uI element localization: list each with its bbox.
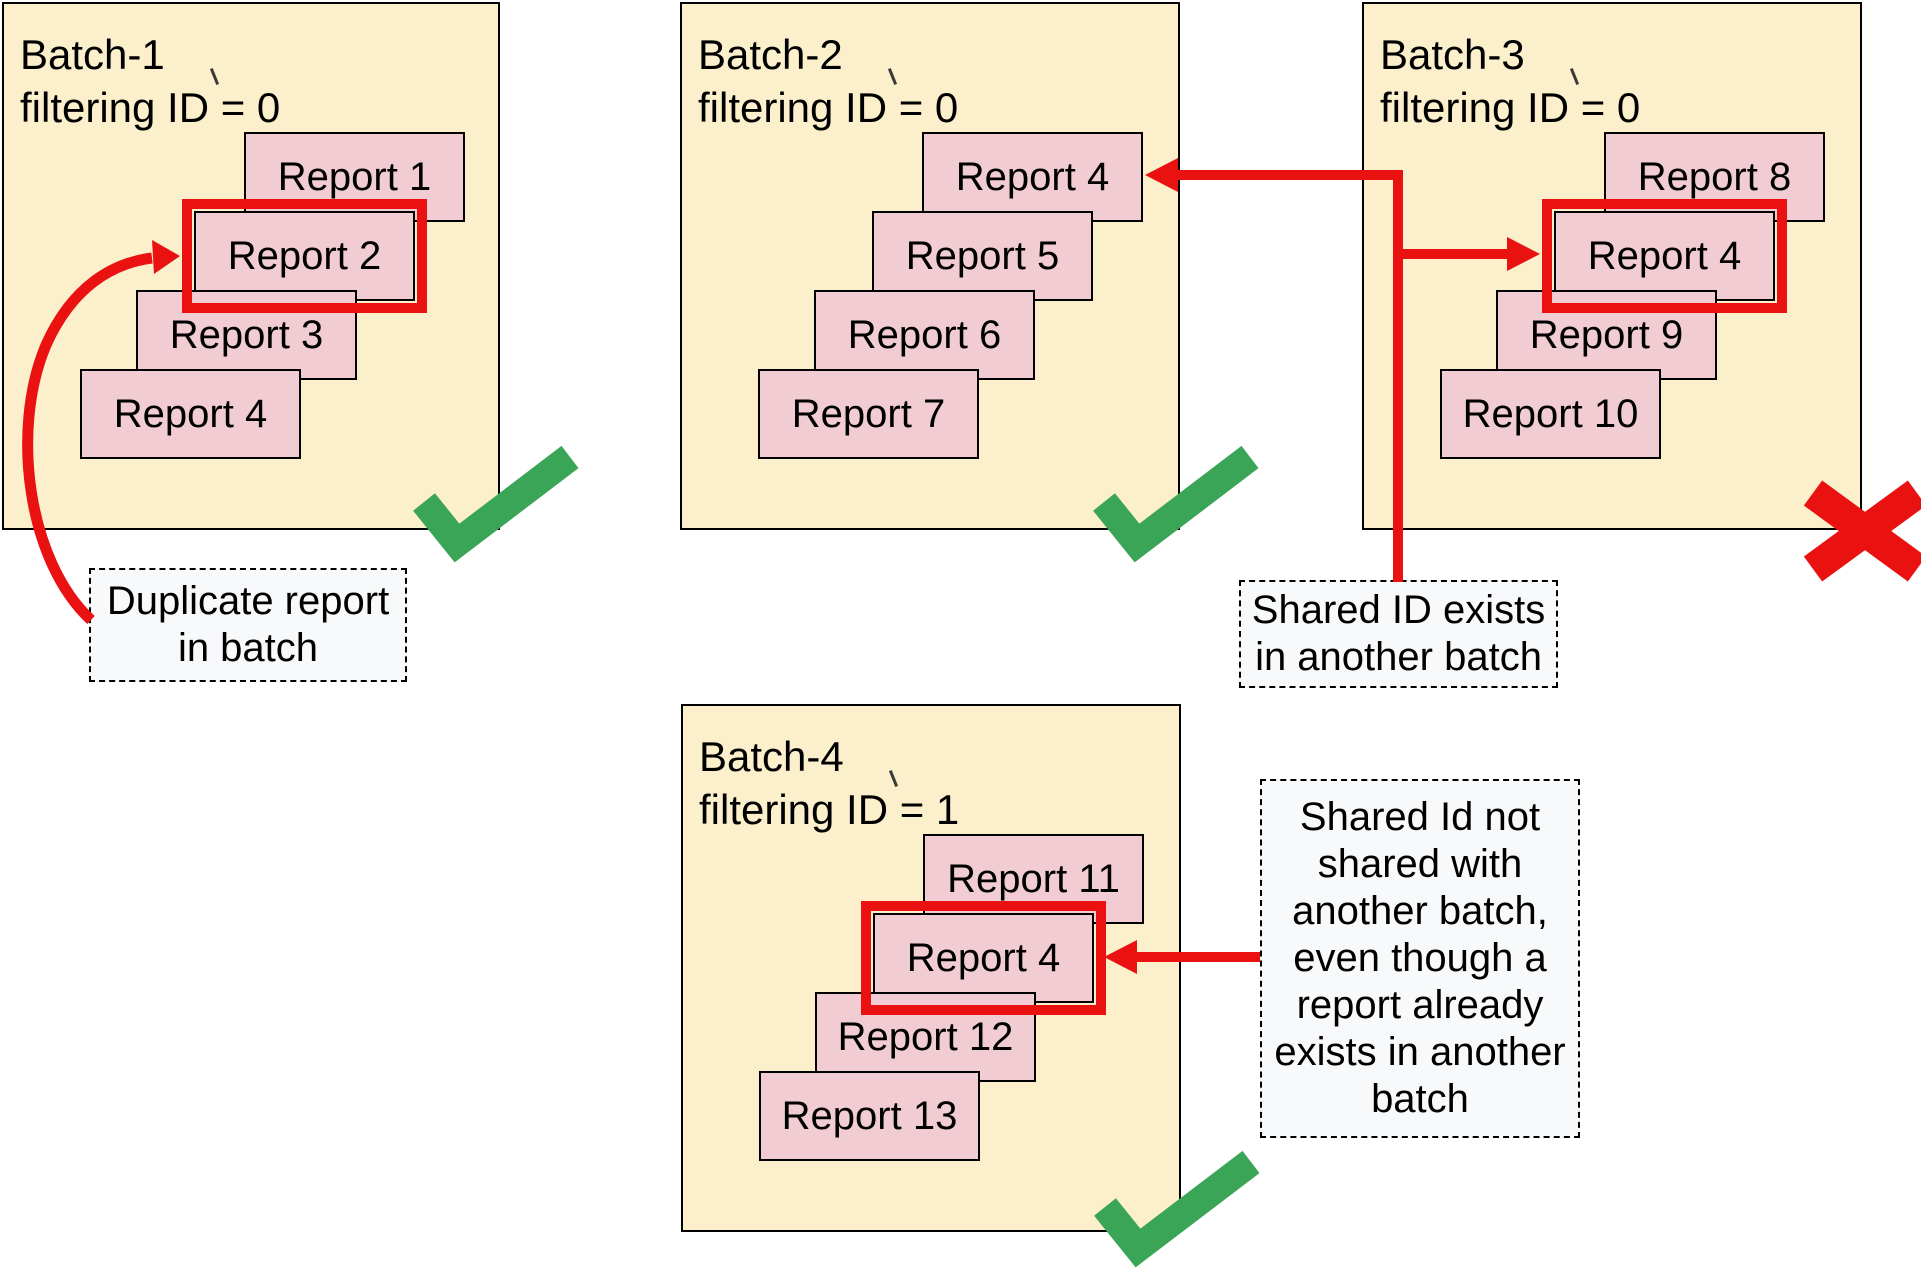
batch-2-title-line1: Batch-2: [698, 31, 843, 78]
report-label: Report 7: [791, 391, 946, 436]
annotation-line: Shared Id not: [1299, 795, 1541, 839]
report-label: Report 4: [113, 391, 268, 436]
batch-2-box: Batch-2 filtering ID = 0 Report 4 Report…: [680, 2, 1180, 530]
report-card: Report 6: [814, 290, 1035, 380]
report-label: Report 6: [847, 312, 1002, 357]
report-label: Report 4: [1587, 233, 1742, 278]
batch-3-title-line1: Batch-3: [1380, 31, 1525, 78]
batch-2-title-line2: filtering ID = 0: [698, 84, 959, 131]
report-card: Report 7: [758, 369, 979, 459]
report-card-highlighted: Report 4: [1554, 211, 1775, 301]
batch-4-title-line1: Batch-4: [699, 733, 844, 780]
batch-3-title: Batch-3 filtering ID = 0: [1380, 28, 1640, 134]
batch-1-title: Batch-1 filtering ID = 0: [20, 28, 280, 134]
batch-1-title-line2: filtering ID = 0: [20, 84, 281, 131]
annotation-line: another batch,: [1292, 889, 1548, 933]
batch-3-box: Batch-3 filtering ID = 0 Report 8 Report…: [1362, 2, 1862, 530]
report-label: Report 10: [1462, 391, 1639, 436]
batch-1-box: Batch-1 filtering ID = 0 Report 1 Report…: [2, 2, 500, 530]
batch-1-title-line1: Batch-1: [20, 31, 165, 78]
report-label: Report 11: [947, 856, 1120, 901]
annotation-line: Duplicate report: [106, 579, 390, 623]
annotation-line: even though a: [1293, 936, 1547, 980]
batch-3-title-line2: filtering ID = 0: [1380, 84, 1641, 131]
duplicate-highlight-frame: [182, 199, 427, 313]
annotation-line: Shared ID exists: [1251, 588, 1546, 632]
batch-4-title: Batch-4 filtering ID = 1: [699, 730, 959, 836]
annotation-line: in another batch: [1255, 635, 1542, 679]
report-label: Report 4: [906, 935, 1061, 980]
batch-2-title: Batch-2 filtering ID = 0: [698, 28, 958, 134]
annotation-line: shared with: [1317, 842, 1523, 886]
report-card-highlighted: Report 4: [873, 913, 1094, 1003]
annotation-line: report already: [1296, 983, 1544, 1027]
annotation-shared-id-not-shared: Shared Id not shared with another batch,…: [1260, 779, 1580, 1138]
report-label: Report 13: [781, 1093, 958, 1138]
annotation-duplicate-report: Duplicate report in batch: [89, 568, 407, 682]
report-label: Report 12: [837, 1014, 1014, 1059]
report-card: Report 4: [80, 369, 301, 459]
annotation-line: batch: [1371, 1077, 1469, 1121]
annotation-line: exists in another: [1274, 1030, 1566, 1074]
annotation-shared-id-exists: Shared ID exists in another batch: [1239, 580, 1558, 688]
not-shared-highlight-frame: [861, 901, 1106, 1015]
report-card: Report 5: [872, 211, 1093, 301]
report-label: Report 3: [169, 312, 324, 357]
report-label: Report 1: [277, 154, 432, 199]
report-card-shared: Report 4: [922, 132, 1143, 222]
shared-id-highlight-frame: [1542, 199, 1787, 313]
report-label: Report 8: [1637, 154, 1792, 199]
batch-4-title-line2: filtering ID = 1: [699, 786, 960, 833]
report-label: Report 9: [1529, 312, 1684, 357]
report-card: Report 10: [1440, 369, 1661, 459]
report-label: Report 5: [905, 233, 1060, 278]
report-label: Report 2: [227, 233, 382, 278]
batch-4-box: Batch-4 filtering ID = 1 Report 11 Repor…: [681, 704, 1181, 1232]
report-label: Report 4: [955, 154, 1110, 199]
report-card: Report 13: [759, 1071, 980, 1161]
annotation-line: in batch: [177, 626, 319, 670]
